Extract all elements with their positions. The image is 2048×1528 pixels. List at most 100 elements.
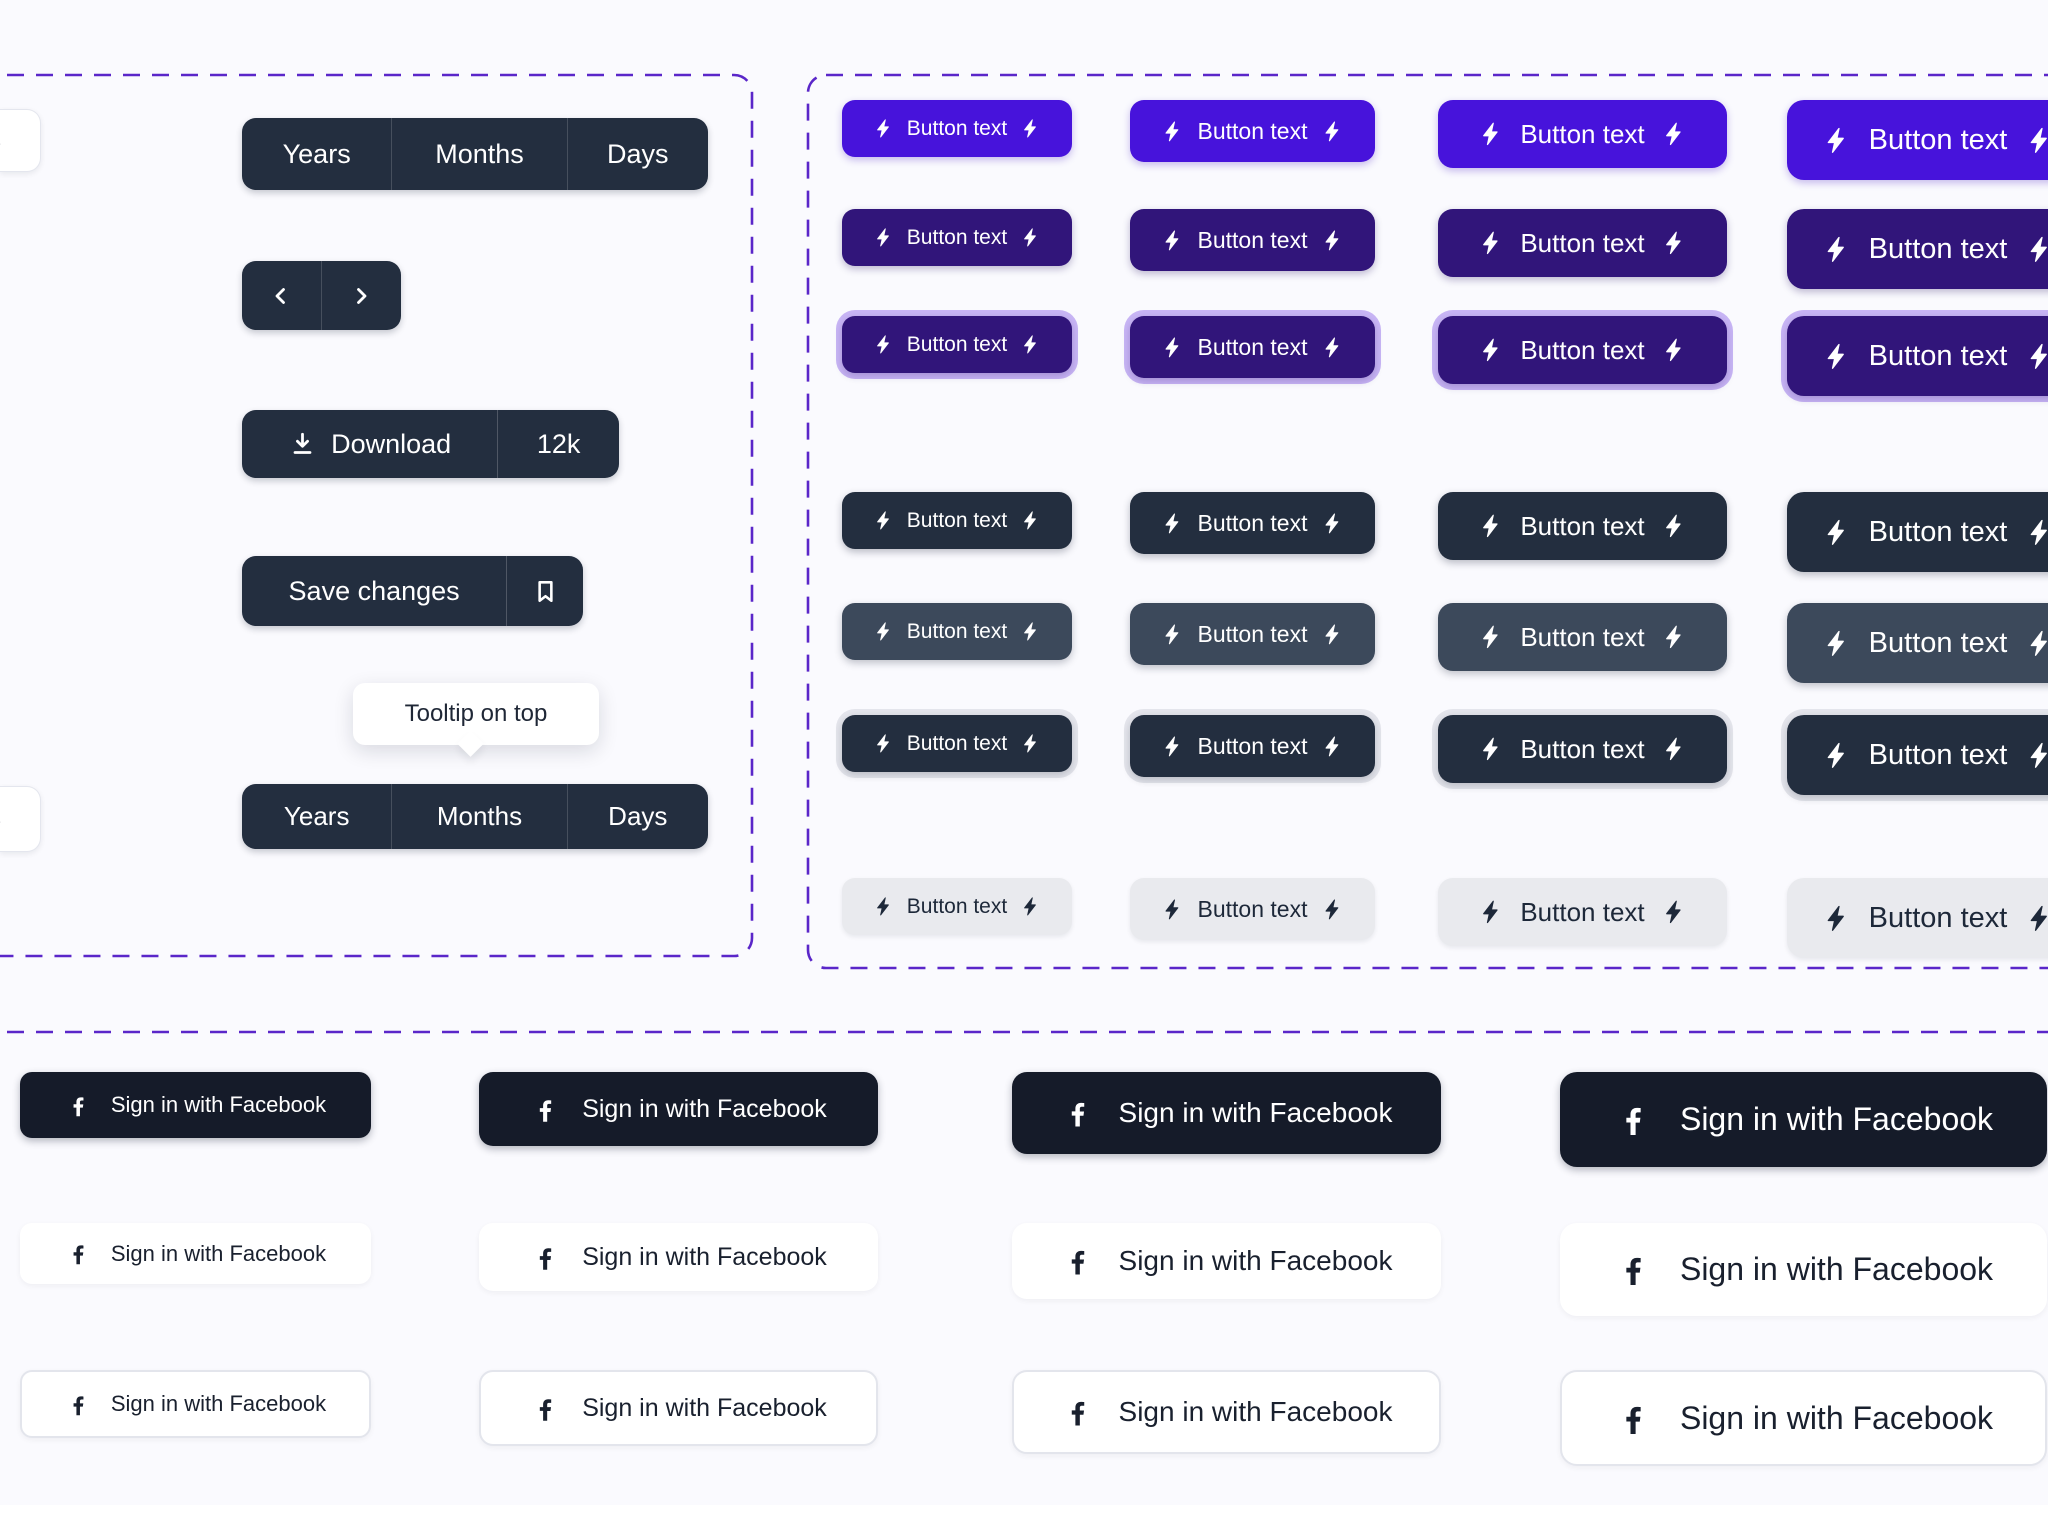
facebook-signin-solid-white-sm[interactable]: Sign in with Facebook <box>20 1223 371 1284</box>
facebook-signin-solid-white-xl[interactable]: Sign in with Facebook <box>1560 1223 2047 1316</box>
button-text-pressed-md[interactable]: Button text <box>1130 209 1375 271</box>
button-text-dark-focus-lg[interactable]: Button text <box>1438 715 1727 783</box>
facebook-icon <box>1614 1399 1653 1438</box>
facebook-signin-outline-lg[interactable]: Sign in with Facebook <box>1012 1370 1441 1454</box>
lightning-icon <box>873 118 894 139</box>
download-button[interactable]: Download 12k <box>242 410 619 478</box>
lightning-icon <box>1161 898 1184 921</box>
clipped-light-button[interactable]: s <box>0 786 41 852</box>
segment-label: Days <box>608 801 668 831</box>
save-changes-main[interactable]: Save changes <box>242 556 506 626</box>
facebook-icon <box>530 1094 561 1125</box>
button-text-dark-sm[interactable]: Button text <box>842 492 1072 549</box>
facebook-signin-outline-sm[interactable]: Sign in with Facebook <box>20 1370 371 1438</box>
facebook-signin-solid-dark-xl[interactable]: Sign in with Facebook <box>1560 1072 2047 1167</box>
segment-days[interactable]: Days <box>566 118 708 190</box>
segment-months[interactable]: Months <box>391 118 566 190</box>
button-text-primary-xl[interactable]: Button text <box>1787 100 2048 180</box>
button-text-pressed-sm[interactable]: Button text <box>842 209 1072 266</box>
lightning-icon <box>1661 121 1687 147</box>
button-text-label: Button text <box>906 508 1008 532</box>
lightning-icon <box>1321 120 1344 143</box>
button-text-focus-sm[interactable]: Button text <box>842 316 1072 373</box>
lightning-icon <box>1478 736 1504 762</box>
facebook-signin-solid-white-md[interactable]: Sign in with Facebook <box>479 1223 878 1291</box>
clipped-light-button[interactable]: s <box>0 109 41 172</box>
button-text-focus-xl[interactable]: Button text <box>1787 316 2048 396</box>
lightning-icon <box>1020 733 1041 754</box>
download-icon <box>288 430 317 459</box>
facebook-signin-outline-xl[interactable]: Sign in with Facebook <box>1560 1370 2047 1466</box>
download-button-main[interactable]: Download <box>242 410 497 478</box>
button-text-label: Button text <box>1868 626 2008 659</box>
button-text-label: Button text <box>1868 901 2008 934</box>
download-count: 12k <box>536 428 581 459</box>
button-text-light-sm[interactable]: Button text <box>842 878 1072 935</box>
facebook-signin-label: Sign in with Facebook <box>582 1393 827 1422</box>
pager-next-button[interactable] <box>320 261 402 330</box>
facebook-signin-label: Sign in with Facebook <box>1118 1097 1393 1128</box>
segment-years[interactable]: Years <box>242 118 391 190</box>
save-changes-button[interactable]: Save changes <box>242 556 583 626</box>
button-text-primary-lg[interactable]: Button text <box>1438 100 1727 168</box>
lightning-icon <box>1020 118 1041 139</box>
button-text-focus-md[interactable]: Button text <box>1130 316 1375 378</box>
facebook-signin-label: Sign in with Facebook <box>110 1092 327 1117</box>
button-text-pressed-lg[interactable]: Button text <box>1438 209 1727 277</box>
button-text-label: Button text <box>1868 123 2008 156</box>
download-count-badge[interactable]: 12k <box>497 410 619 478</box>
facebook-signin-solid-dark-lg[interactable]: Sign in with Facebook <box>1012 1072 1441 1154</box>
button-text-label: Button text <box>1197 117 1308 144</box>
lightning-icon <box>2025 342 2048 371</box>
button-text-light-lg[interactable]: Button text <box>1438 878 1727 946</box>
save-bookmark-section[interactable] <box>506 556 583 626</box>
button-text-light-md[interactable]: Button text <box>1130 878 1375 940</box>
button-text-dark-md[interactable]: Button text <box>1130 492 1375 554</box>
button-text-dark-xl[interactable]: Button text <box>1787 492 2048 572</box>
facebook-signin-solid-dark-md[interactable]: Sign in with Facebook <box>479 1072 878 1146</box>
facebook-signin-outline-md[interactable]: Sign in with Facebook <box>479 1370 878 1446</box>
clipped-label-fragment: s <box>0 127 1 155</box>
button-text-dark-hover-xl[interactable]: Button text <box>1787 603 2048 683</box>
button-text-light-xl[interactable]: Button text <box>1787 878 2048 958</box>
facebook-icon <box>530 1242 561 1273</box>
button-text-primary-md[interactable]: Button text <box>1130 100 1375 162</box>
lightning-icon <box>1478 899 1504 925</box>
button-text-label: Button text <box>1197 732 1308 759</box>
lightning-icon <box>1478 337 1504 363</box>
chevron-right-icon <box>349 284 373 308</box>
button-text-dark-lg[interactable]: Button text <box>1438 492 1727 560</box>
button-text-dark-focus-md[interactable]: Button text <box>1130 715 1375 777</box>
button-text-label: Button text <box>1520 733 1645 764</box>
lightning-icon <box>1661 899 1687 925</box>
pager-prev-button[interactable] <box>242 261 321 330</box>
lightning-icon <box>1020 896 1041 917</box>
button-text-dark-hover-md[interactable]: Button text <box>1130 603 1375 665</box>
lightning-icon <box>873 510 894 531</box>
segment-days[interactable]: Days <box>566 784 708 849</box>
lightning-icon <box>1822 741 1851 770</box>
facebook-signin-solid-white-lg[interactable]: Sign in with Facebook <box>1012 1223 1441 1299</box>
segment-label: Years <box>283 801 350 831</box>
button-text-label: Button text <box>1520 118 1645 149</box>
button-text-dark-focus-xl[interactable]: Button text <box>1787 715 2048 795</box>
segment-label: Years <box>282 138 351 169</box>
button-text-primary-sm[interactable]: Button text <box>842 100 1072 157</box>
facebook-signin-solid-dark-sm[interactable]: Sign in with Facebook <box>20 1072 371 1138</box>
button-text-focus-lg[interactable]: Button text <box>1438 316 1727 384</box>
button-text-pressed-xl[interactable]: Button text <box>1787 209 2048 289</box>
lightning-icon <box>1161 336 1184 359</box>
segment-months[interactable]: Months <box>391 784 566 849</box>
lightning-icon <box>2025 518 2048 547</box>
button-text-dark-focus-sm[interactable]: Button text <box>842 715 1072 772</box>
button-text-label: Button text <box>1868 339 2008 372</box>
facebook-signin-label: Sign in with Facebook <box>1679 1251 1994 1287</box>
segmented-control-top: Years Months Days <box>242 118 708 190</box>
lightning-icon <box>1321 735 1344 758</box>
button-text-dark-hover-sm[interactable]: Button text <box>842 603 1072 660</box>
bottom-white-section <box>0 1505 2048 1528</box>
button-text-dark-hover-lg[interactable]: Button text <box>1438 603 1727 671</box>
lightning-icon <box>2025 126 2048 155</box>
lightning-icon <box>1321 512 1344 535</box>
segment-years[interactable]: Years <box>242 784 391 849</box>
